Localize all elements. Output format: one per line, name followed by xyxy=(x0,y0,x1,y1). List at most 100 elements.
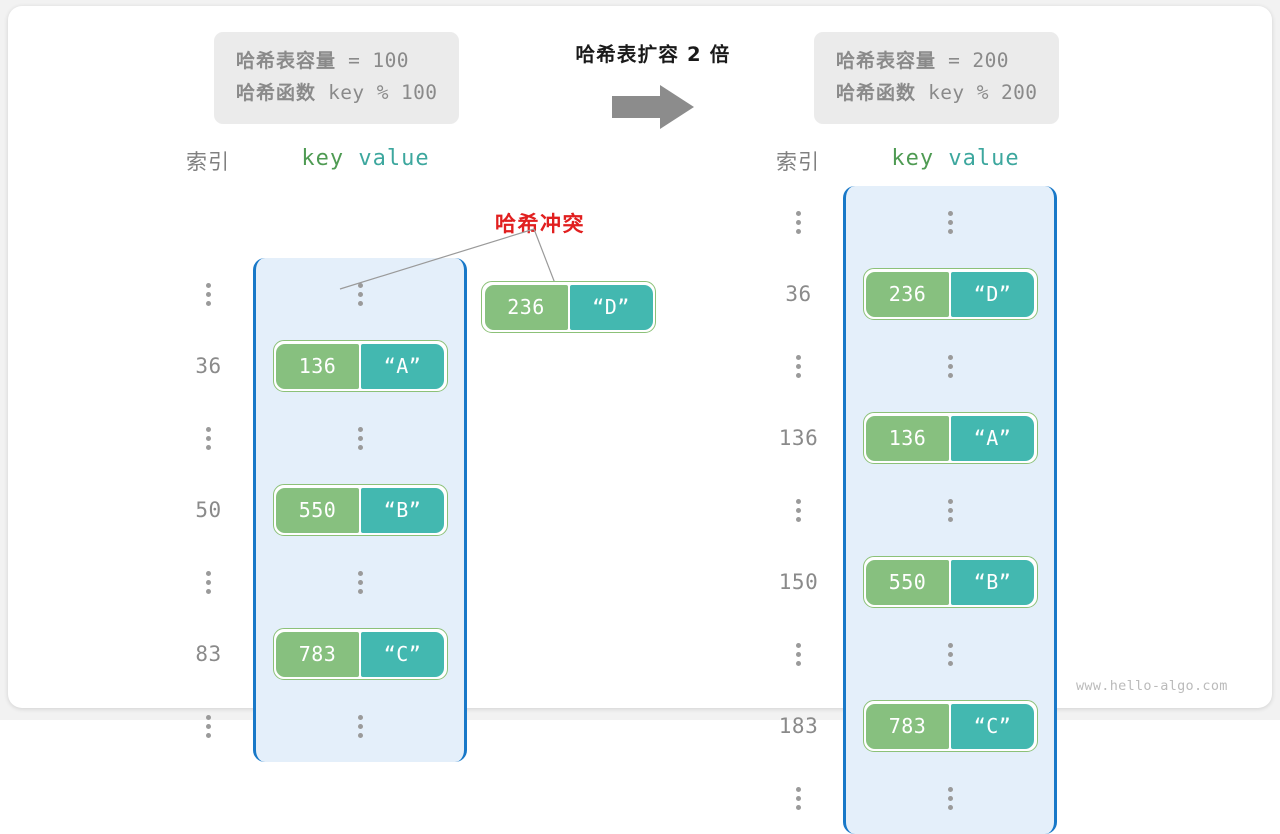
kv-value: “C” xyxy=(361,631,444,677)
vertical-ellipsis-icon xyxy=(206,279,211,309)
row-cell xyxy=(846,618,1054,690)
row-cell xyxy=(256,402,464,474)
table-row xyxy=(796,186,1054,258)
vertical-ellipsis-icon xyxy=(947,639,953,669)
hash-config-box-after: 哈希表容量 = 200 哈希函数 key % 200 xyxy=(814,32,1060,124)
row-index-label xyxy=(161,258,256,330)
kv-key: 136 xyxy=(866,415,949,461)
column-headers-left: 索引 key value xyxy=(158,146,467,186)
row-index-label: 83 xyxy=(195,642,222,666)
row-index-label xyxy=(161,690,256,762)
row-index-label: 36 xyxy=(785,282,812,306)
table-row xyxy=(206,258,464,330)
row-index-label xyxy=(751,618,846,690)
kv-column-header-left: key value xyxy=(258,146,473,171)
table-row: 36 136“A” xyxy=(195,330,464,402)
table-row: 83 783“C” xyxy=(195,618,464,690)
vertical-ellipsis-icon xyxy=(796,783,801,813)
kv-value: “C” xyxy=(951,703,1034,749)
index-column-header-left: 索引 xyxy=(186,150,230,174)
table-row: 36 236“D” xyxy=(785,258,1054,330)
vertical-ellipsis-icon xyxy=(796,495,801,525)
hashfunc-value-after: key % 200 xyxy=(916,81,1038,104)
capacity-line-after: 哈希表容量 = 200 xyxy=(836,45,1037,77)
table-row xyxy=(796,618,1054,690)
table-row xyxy=(796,474,1054,546)
kv-value: “B” xyxy=(951,559,1034,605)
table-row xyxy=(206,402,464,474)
collision-entry: 236 “D” xyxy=(481,281,656,333)
kv-pill: 136“A” xyxy=(272,340,448,392)
capacity-value-before: = 100 xyxy=(336,49,409,72)
row-index-label: 36 xyxy=(195,354,222,378)
row-cell xyxy=(256,258,464,330)
table-row xyxy=(796,330,1054,402)
kv-key: 783 xyxy=(276,631,359,677)
capacity-label-after: 哈希表容量 xyxy=(836,50,937,72)
vertical-ellipsis-icon xyxy=(796,639,801,669)
vertical-ellipsis-icon xyxy=(796,207,801,237)
kv-value-collision: “D” xyxy=(569,284,653,330)
kv-key: 550 xyxy=(276,487,359,533)
kv-key: 550 xyxy=(866,559,949,605)
row-index-label xyxy=(751,186,846,258)
kv-pill: 783“C” xyxy=(862,700,1038,752)
hash-config-box-before: 哈希表容量 = 100 哈希函数 key % 100 xyxy=(214,32,460,124)
row-cell xyxy=(846,330,1054,402)
capacity-value-after: = 200 xyxy=(936,49,1009,72)
kv-pill: 136“A” xyxy=(862,412,1038,464)
key-column-header-right: key xyxy=(891,146,935,171)
row-index-label xyxy=(751,762,846,834)
capacity-line-before: 哈希表容量 = 100 xyxy=(236,45,437,77)
expand-caption: 哈希表扩容 2 倍 xyxy=(575,43,731,66)
vertical-ellipsis-icon xyxy=(796,351,801,381)
hashfunc-label-before: 哈希函数 xyxy=(236,82,317,104)
row-index-label xyxy=(751,474,846,546)
vertical-ellipsis-icon xyxy=(357,711,363,741)
row-cell: 783“C” xyxy=(846,690,1054,762)
kv-pill: 550“B” xyxy=(272,484,448,536)
kv-value: “B” xyxy=(361,487,444,533)
kv-value: “A” xyxy=(951,415,1034,461)
hashfunc-line-before: 哈希函数 key % 100 xyxy=(236,77,437,109)
vertical-ellipsis-icon xyxy=(206,567,211,597)
index-column-header-right: 索引 xyxy=(776,150,820,174)
row-cell: 136“A” xyxy=(256,330,464,402)
vertical-ellipsis-icon xyxy=(206,711,211,741)
row-cell xyxy=(846,474,1054,546)
kv-key-collision: 236 xyxy=(484,284,568,330)
table-row xyxy=(206,690,464,762)
hashfunc-value-before: key % 100 xyxy=(316,81,438,104)
vertical-ellipsis-icon xyxy=(357,279,363,309)
row-cell: 550“B” xyxy=(256,474,464,546)
vertical-ellipsis-icon xyxy=(947,495,953,525)
kv-key: 236 xyxy=(866,271,949,317)
kv-pill: 550“B” xyxy=(862,556,1038,608)
kv-column-header-right: key value xyxy=(848,146,1063,171)
row-cell xyxy=(256,690,464,762)
vertical-ellipsis-icon xyxy=(947,207,953,237)
row-cell: 236“D” xyxy=(846,258,1054,330)
row-cell: 550“B” xyxy=(846,546,1054,618)
hashfunc-line-after: 哈希函数 key % 200 xyxy=(836,77,1037,109)
key-column-header-left: key xyxy=(301,146,345,171)
vertical-ellipsis-icon xyxy=(947,783,953,813)
column-headers-right: 索引 key value xyxy=(748,146,1057,186)
value-column-header-right: value xyxy=(948,146,1020,171)
row-index-label xyxy=(161,402,256,474)
kv-pill-collision: 236 “D” xyxy=(481,281,656,333)
kv-key: 783 xyxy=(866,703,949,749)
kv-value: “A” xyxy=(361,343,444,389)
hashfunc-label-after: 哈希函数 xyxy=(836,82,917,104)
vertical-ellipsis-icon xyxy=(357,423,363,453)
diagram-card: 哈希表容量 = 100 哈希函数 key % 100 哈希表扩容 2 倍 哈希表… xyxy=(8,6,1272,834)
